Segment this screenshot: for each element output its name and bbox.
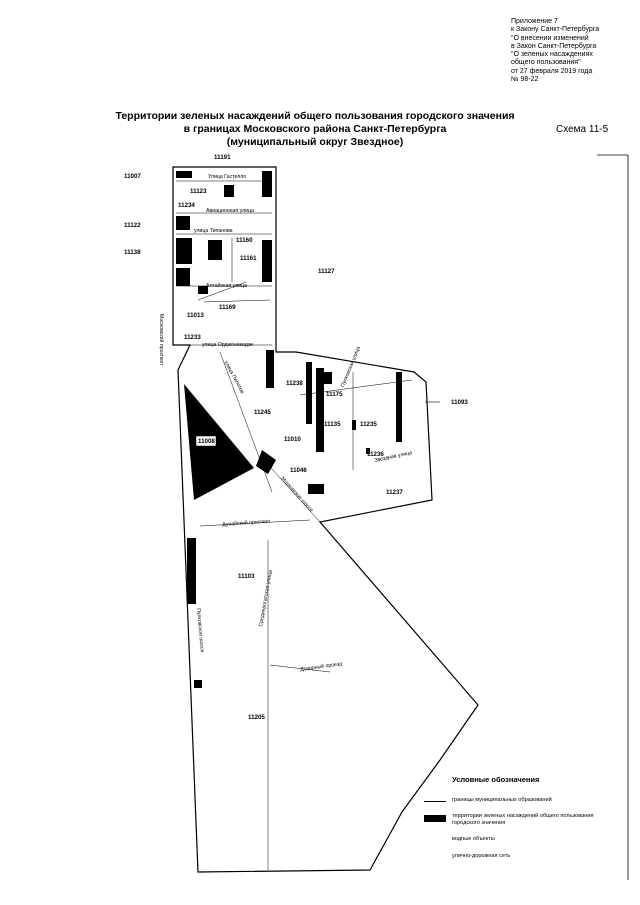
appendix-line: в Закон Санкт-Петербурга xyxy=(511,42,597,50)
appendix-line: "О зеленых насаждениях xyxy=(511,51,593,59)
street-label: Алтайская улица xyxy=(206,283,247,289)
legend-symbol-boundary xyxy=(424,801,446,802)
green-area xyxy=(306,362,312,424)
appendix-header: Приложение 7 к Закону Санкт-Петербурга "… xyxy=(511,18,633,84)
zone-label: 11135 xyxy=(324,421,341,428)
zone-label: 11161 xyxy=(240,255,257,262)
appendix-line: Приложение 7 xyxy=(511,18,558,25)
street-line xyxy=(261,457,321,523)
green-area xyxy=(322,372,332,384)
zone-label: 11122 xyxy=(124,222,141,229)
legend-title: Условные обозначения xyxy=(452,775,540,784)
appendix-line: к Закону Санкт-Петербурга xyxy=(511,26,600,34)
street-label: Авиационная улица xyxy=(206,208,254,214)
green-area xyxy=(208,240,222,260)
green-area xyxy=(396,372,402,442)
green-area xyxy=(262,240,272,282)
zone-label: 11046 xyxy=(290,467,307,474)
street-label: улица Типанова xyxy=(194,228,233,234)
zone-label: 11235 xyxy=(360,421,377,428)
zone-label: 11234 xyxy=(178,202,195,209)
zone-label: 11138 xyxy=(124,249,141,256)
legend-symbol-green xyxy=(424,815,446,822)
map-title: Территории зеленых насаждений общего пол… xyxy=(105,110,525,149)
title-line-1: Территории зеленых насаждений общего пол… xyxy=(115,110,515,122)
legend-item: улично-дорожная сеть xyxy=(452,853,511,859)
zone-label: 11238 xyxy=(286,380,303,387)
green-area xyxy=(308,484,324,494)
zone-label: 11010 xyxy=(284,436,301,443)
zone-label: 11093 xyxy=(451,399,468,406)
title-line-2: в границах Московского района Санкт-Пете… xyxy=(183,123,447,135)
green-area xyxy=(187,538,196,604)
street-label: Московский проспект xyxy=(158,314,164,366)
appendix-line: "О внесении изменений xyxy=(511,34,589,42)
street-line xyxy=(197,281,247,301)
zone-label: 11236 xyxy=(367,451,384,458)
appendix-line: от 27 февраля 2019 года xyxy=(511,67,593,75)
zone-label: 11008 xyxy=(198,438,215,445)
legend-item: территории зеленых насаждений общего пол… xyxy=(452,813,594,826)
zone-label: 11233 xyxy=(184,334,201,341)
green-area xyxy=(224,185,234,197)
street-label: улица Орджоникидзе xyxy=(202,342,254,348)
green-area xyxy=(194,680,202,688)
zone-label: 11160 xyxy=(236,237,253,244)
legend-item: водные объекты xyxy=(452,836,495,842)
street-label: Улица Гастелло xyxy=(208,174,247,180)
green-area xyxy=(176,268,190,286)
zone-label: 11127 xyxy=(318,268,335,275)
green-area xyxy=(262,171,272,197)
zone-label: 11237 xyxy=(386,489,403,496)
street-line xyxy=(199,519,311,527)
appendix-line: общего пользования" xyxy=(511,59,581,67)
municipal-boundary xyxy=(172,166,479,873)
scheme-label: Схема 11-5 xyxy=(556,124,609,135)
green-area xyxy=(256,450,276,474)
green-area xyxy=(176,216,190,230)
street-network xyxy=(176,180,413,870)
green-area xyxy=(366,448,370,454)
green-areas xyxy=(176,171,402,688)
zone-label: 11013 xyxy=(187,312,204,319)
street-line xyxy=(269,664,331,673)
title-line-3: (муниципальный округ Звездное) xyxy=(226,136,404,148)
zone-label-box xyxy=(195,435,217,447)
green-area xyxy=(352,420,356,430)
zone-label: 11245 xyxy=(254,409,271,416)
zone-label: 11123 xyxy=(190,188,207,195)
green-area xyxy=(176,171,192,178)
green-area xyxy=(176,238,192,264)
green-area xyxy=(198,286,208,294)
green-area xyxy=(184,384,254,500)
zone-label: 11175 xyxy=(326,391,343,398)
zone-label: 11169 xyxy=(219,304,236,311)
green-area xyxy=(266,350,274,388)
green-area xyxy=(316,368,324,452)
legend-item: границы муниципальных образований xyxy=(452,797,552,803)
zone-label: 11205 xyxy=(248,714,265,721)
zone-label: 11191 xyxy=(214,154,231,161)
zone-label: 11103 xyxy=(238,573,255,580)
street-line xyxy=(203,299,271,303)
zone-label: 11007 xyxy=(124,173,141,180)
appendix-line: № 98-22 xyxy=(511,76,539,84)
